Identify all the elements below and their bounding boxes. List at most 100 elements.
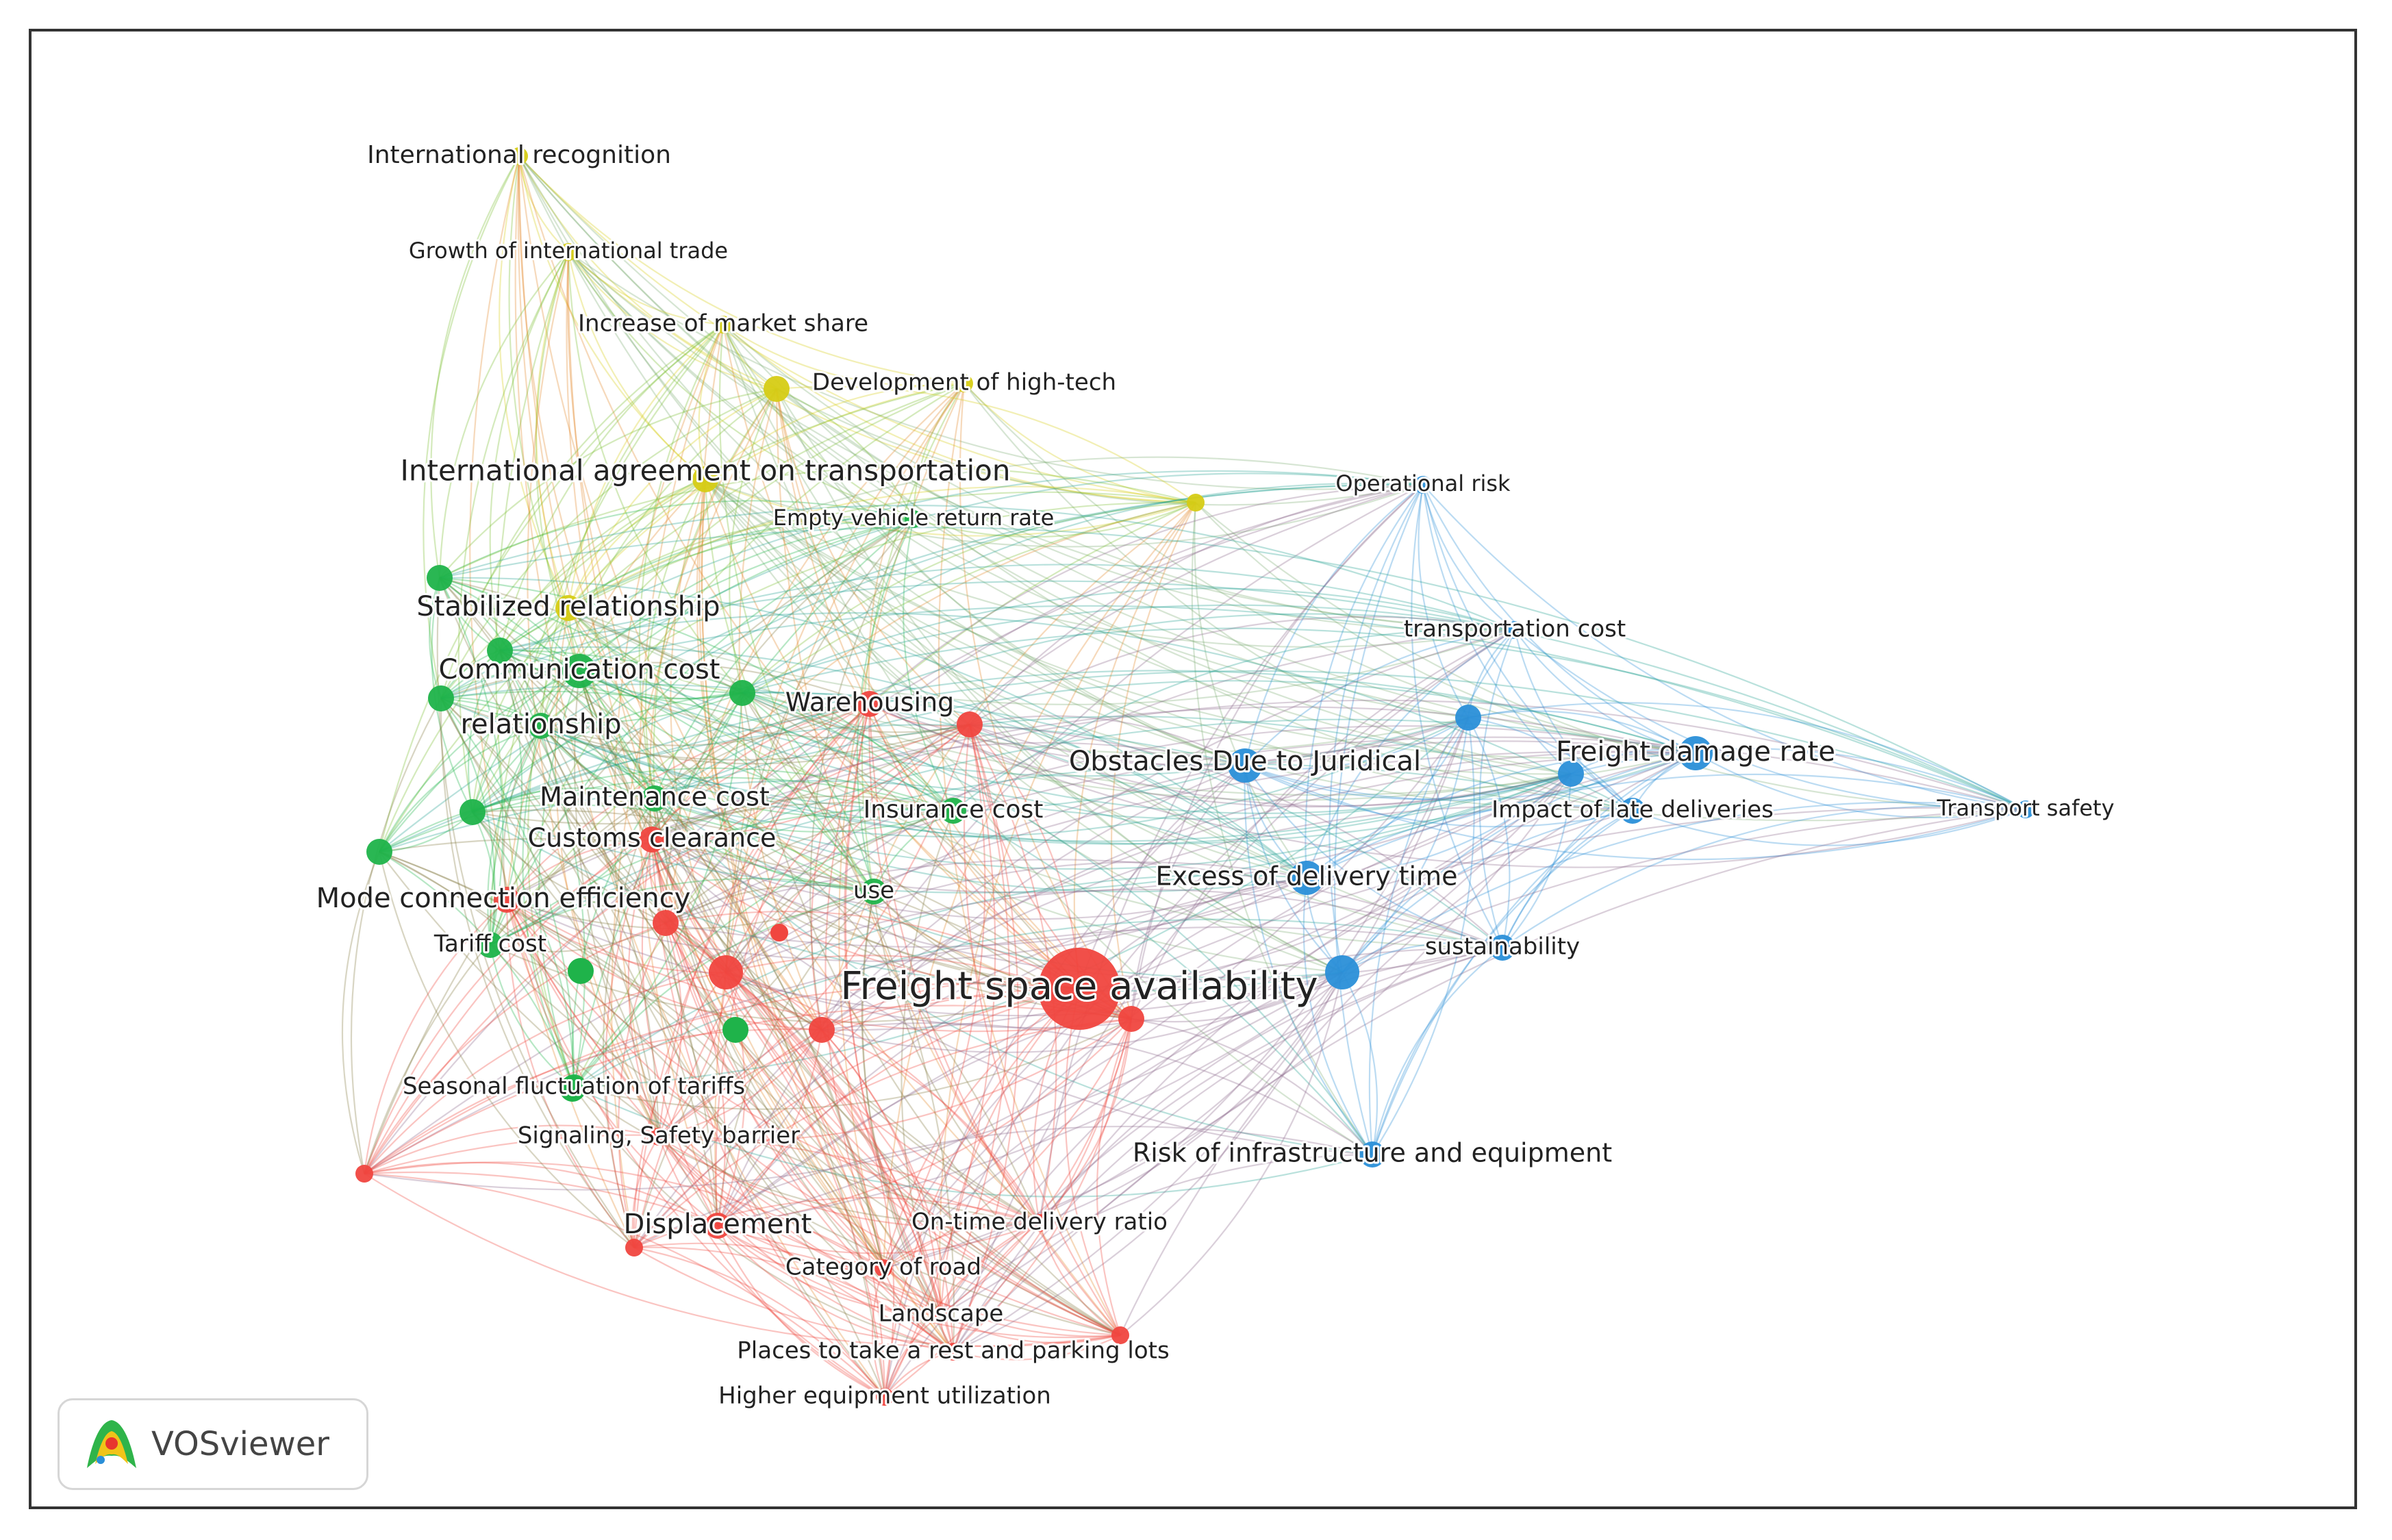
network-edge bbox=[871, 1267, 886, 1398]
network-node-blue-u2[interactable] bbox=[1455, 705, 1481, 731]
network-node-high-tech[interactable] bbox=[955, 375, 973, 392]
network-edge bbox=[952, 724, 1019, 1352]
network-node-green-u5[interactable] bbox=[366, 839, 392, 865]
network-edge bbox=[653, 798, 885, 1398]
network-node-red-u1[interactable] bbox=[957, 711, 983, 737]
network-edge bbox=[1342, 809, 1633, 973]
network-edge bbox=[742, 692, 954, 811]
network-node-communication[interactable] bbox=[562, 654, 596, 688]
network-node-obstacles[interactable] bbox=[1228, 748, 1262, 783]
network-node-transport-cost[interactable] bbox=[1506, 621, 1524, 639]
network-node-freight-damage[interactable] bbox=[1678, 736, 1713, 770]
network-node-operational-risk[interactable] bbox=[1414, 476, 1432, 494]
network-node-insurance[interactable] bbox=[940, 798, 966, 824]
network-edge bbox=[364, 1173, 1121, 1348]
network-node-green-x2[interactable] bbox=[722, 1017, 748, 1043]
network-node-maintenance[interactable] bbox=[642, 785, 668, 811]
network-node-excess-delivery[interactable] bbox=[1289, 861, 1324, 895]
network-edge bbox=[378, 479, 706, 853]
network-node-yellow-unlabeled-1[interactable] bbox=[1187, 494, 1205, 512]
network-edge bbox=[658, 1136, 1040, 1228]
network-node-late-deliveries[interactable] bbox=[1620, 798, 1646, 824]
network-node-sustainability[interactable] bbox=[1489, 935, 1515, 961]
network-edge bbox=[499, 650, 1041, 1224]
network-node-green-x3[interactable] bbox=[559, 1076, 586, 1102]
network-node-intl-agreement[interactable] bbox=[692, 466, 718, 492]
network-node-landscape[interactable] bbox=[932, 1306, 950, 1324]
network-edge bbox=[742, 692, 970, 733]
network-edge bbox=[775, 388, 970, 725]
node-label-excess-delivery: Excess of delivery time bbox=[1155, 861, 1457, 892]
network-node-red-u4[interactable] bbox=[709, 955, 743, 989]
network-edge bbox=[540, 703, 870, 746]
network-edge bbox=[379, 851, 886, 1398]
network-edge bbox=[379, 851, 659, 1137]
network-node-yellow-unlabeled-2[interactable] bbox=[764, 376, 790, 402]
network-edge bbox=[722, 324, 1196, 504]
network-node-signaling[interactable] bbox=[650, 1128, 668, 1146]
network-node-risk-infra[interactable] bbox=[1359, 1141, 1385, 1167]
network-edge bbox=[573, 1087, 954, 1353]
network-edge bbox=[567, 388, 777, 609]
network-edge bbox=[953, 1335, 1121, 1361]
network-node-red-u6[interactable] bbox=[355, 1165, 373, 1183]
network-edge bbox=[568, 607, 1515, 705]
network-node-transport-safety[interactable] bbox=[2017, 800, 2035, 818]
network-node-stabilized[interactable] bbox=[555, 595, 581, 621]
network-node-market-share[interactable] bbox=[714, 316, 732, 333]
network-node-displacement[interactable] bbox=[705, 1213, 731, 1239]
network-node-rest-parking[interactable] bbox=[944, 1343, 962, 1361]
network-node-warehousing[interactable] bbox=[857, 691, 883, 717]
network-node-growth-trade[interactable] bbox=[559, 243, 577, 261]
network-edge bbox=[1039, 972, 1343, 1224]
network-node-relationship[interactable] bbox=[528, 713, 554, 739]
network-edge bbox=[969, 723, 1503, 948]
network-node-blue-u3[interactable] bbox=[1558, 761, 1584, 787]
network-edge bbox=[651, 703, 870, 840]
network-node-red-u5[interactable] bbox=[653, 910, 679, 936]
network-edge bbox=[1334, 484, 1424, 1155]
network-edge bbox=[379, 670, 580, 853]
network-node-green-u3[interactable] bbox=[428, 685, 454, 711]
network-edge bbox=[654, 613, 1515, 799]
network-node-empty-vehicle[interactable] bbox=[905, 510, 922, 528]
network-node-customs[interactable] bbox=[639, 826, 665, 853]
network-node-green-u2[interactable] bbox=[487, 638, 513, 664]
node-label-landscape: Landscape bbox=[879, 1300, 1004, 1328]
network-edge bbox=[742, 482, 1424, 694]
network-node-category-road[interactable] bbox=[874, 1259, 892, 1277]
network-node-equipment-util[interactable] bbox=[876, 1388, 894, 1406]
network-edge bbox=[467, 650, 501, 813]
network-edge bbox=[540, 724, 1696, 845]
network-node-freight-space[interactable] bbox=[1038, 948, 1120, 1030]
network-edge bbox=[499, 580, 2026, 810]
network-edge bbox=[440, 698, 635, 1248]
network-edge bbox=[1244, 764, 2026, 861]
network-node-green-u4[interactable] bbox=[729, 680, 755, 706]
network-node-use[interactable] bbox=[861, 879, 887, 905]
network-edge bbox=[440, 388, 777, 699]
network-node-blue-u1[interactable] bbox=[1325, 955, 1359, 989]
network-edge bbox=[364, 1172, 885, 1398]
network-node-red-u3[interactable] bbox=[809, 1017, 835, 1043]
network-edge bbox=[658, 1136, 1121, 1337]
network-edge bbox=[717, 1018, 1132, 1227]
network-node-intl-recognition[interactable] bbox=[510, 147, 528, 165]
network-node-tariff[interactable] bbox=[477, 932, 503, 958]
network-node-red-x1[interactable] bbox=[770, 924, 788, 942]
network-node-mode-connection[interactable] bbox=[494, 887, 520, 913]
network-edge bbox=[506, 899, 1121, 1337]
network-edge bbox=[440, 697, 970, 761]
network-edge bbox=[364, 1028, 822, 1174]
network-edge bbox=[379, 518, 914, 853]
network-edge bbox=[457, 251, 569, 813]
network-node-green-u6[interactable] bbox=[459, 799, 486, 825]
network-edge bbox=[1131, 1018, 1373, 1155]
network-edge bbox=[568, 251, 777, 390]
network-node-red-u7[interactable] bbox=[625, 1239, 643, 1257]
network-node-green-u1[interactable] bbox=[427, 565, 453, 591]
network-node-red-u2[interactable] bbox=[1118, 1006, 1144, 1032]
network-node-on-time[interactable] bbox=[1031, 1214, 1048, 1232]
network-node-red-u8[interactable] bbox=[1111, 1326, 1129, 1344]
network-node-green-x1[interactable] bbox=[568, 958, 594, 984]
